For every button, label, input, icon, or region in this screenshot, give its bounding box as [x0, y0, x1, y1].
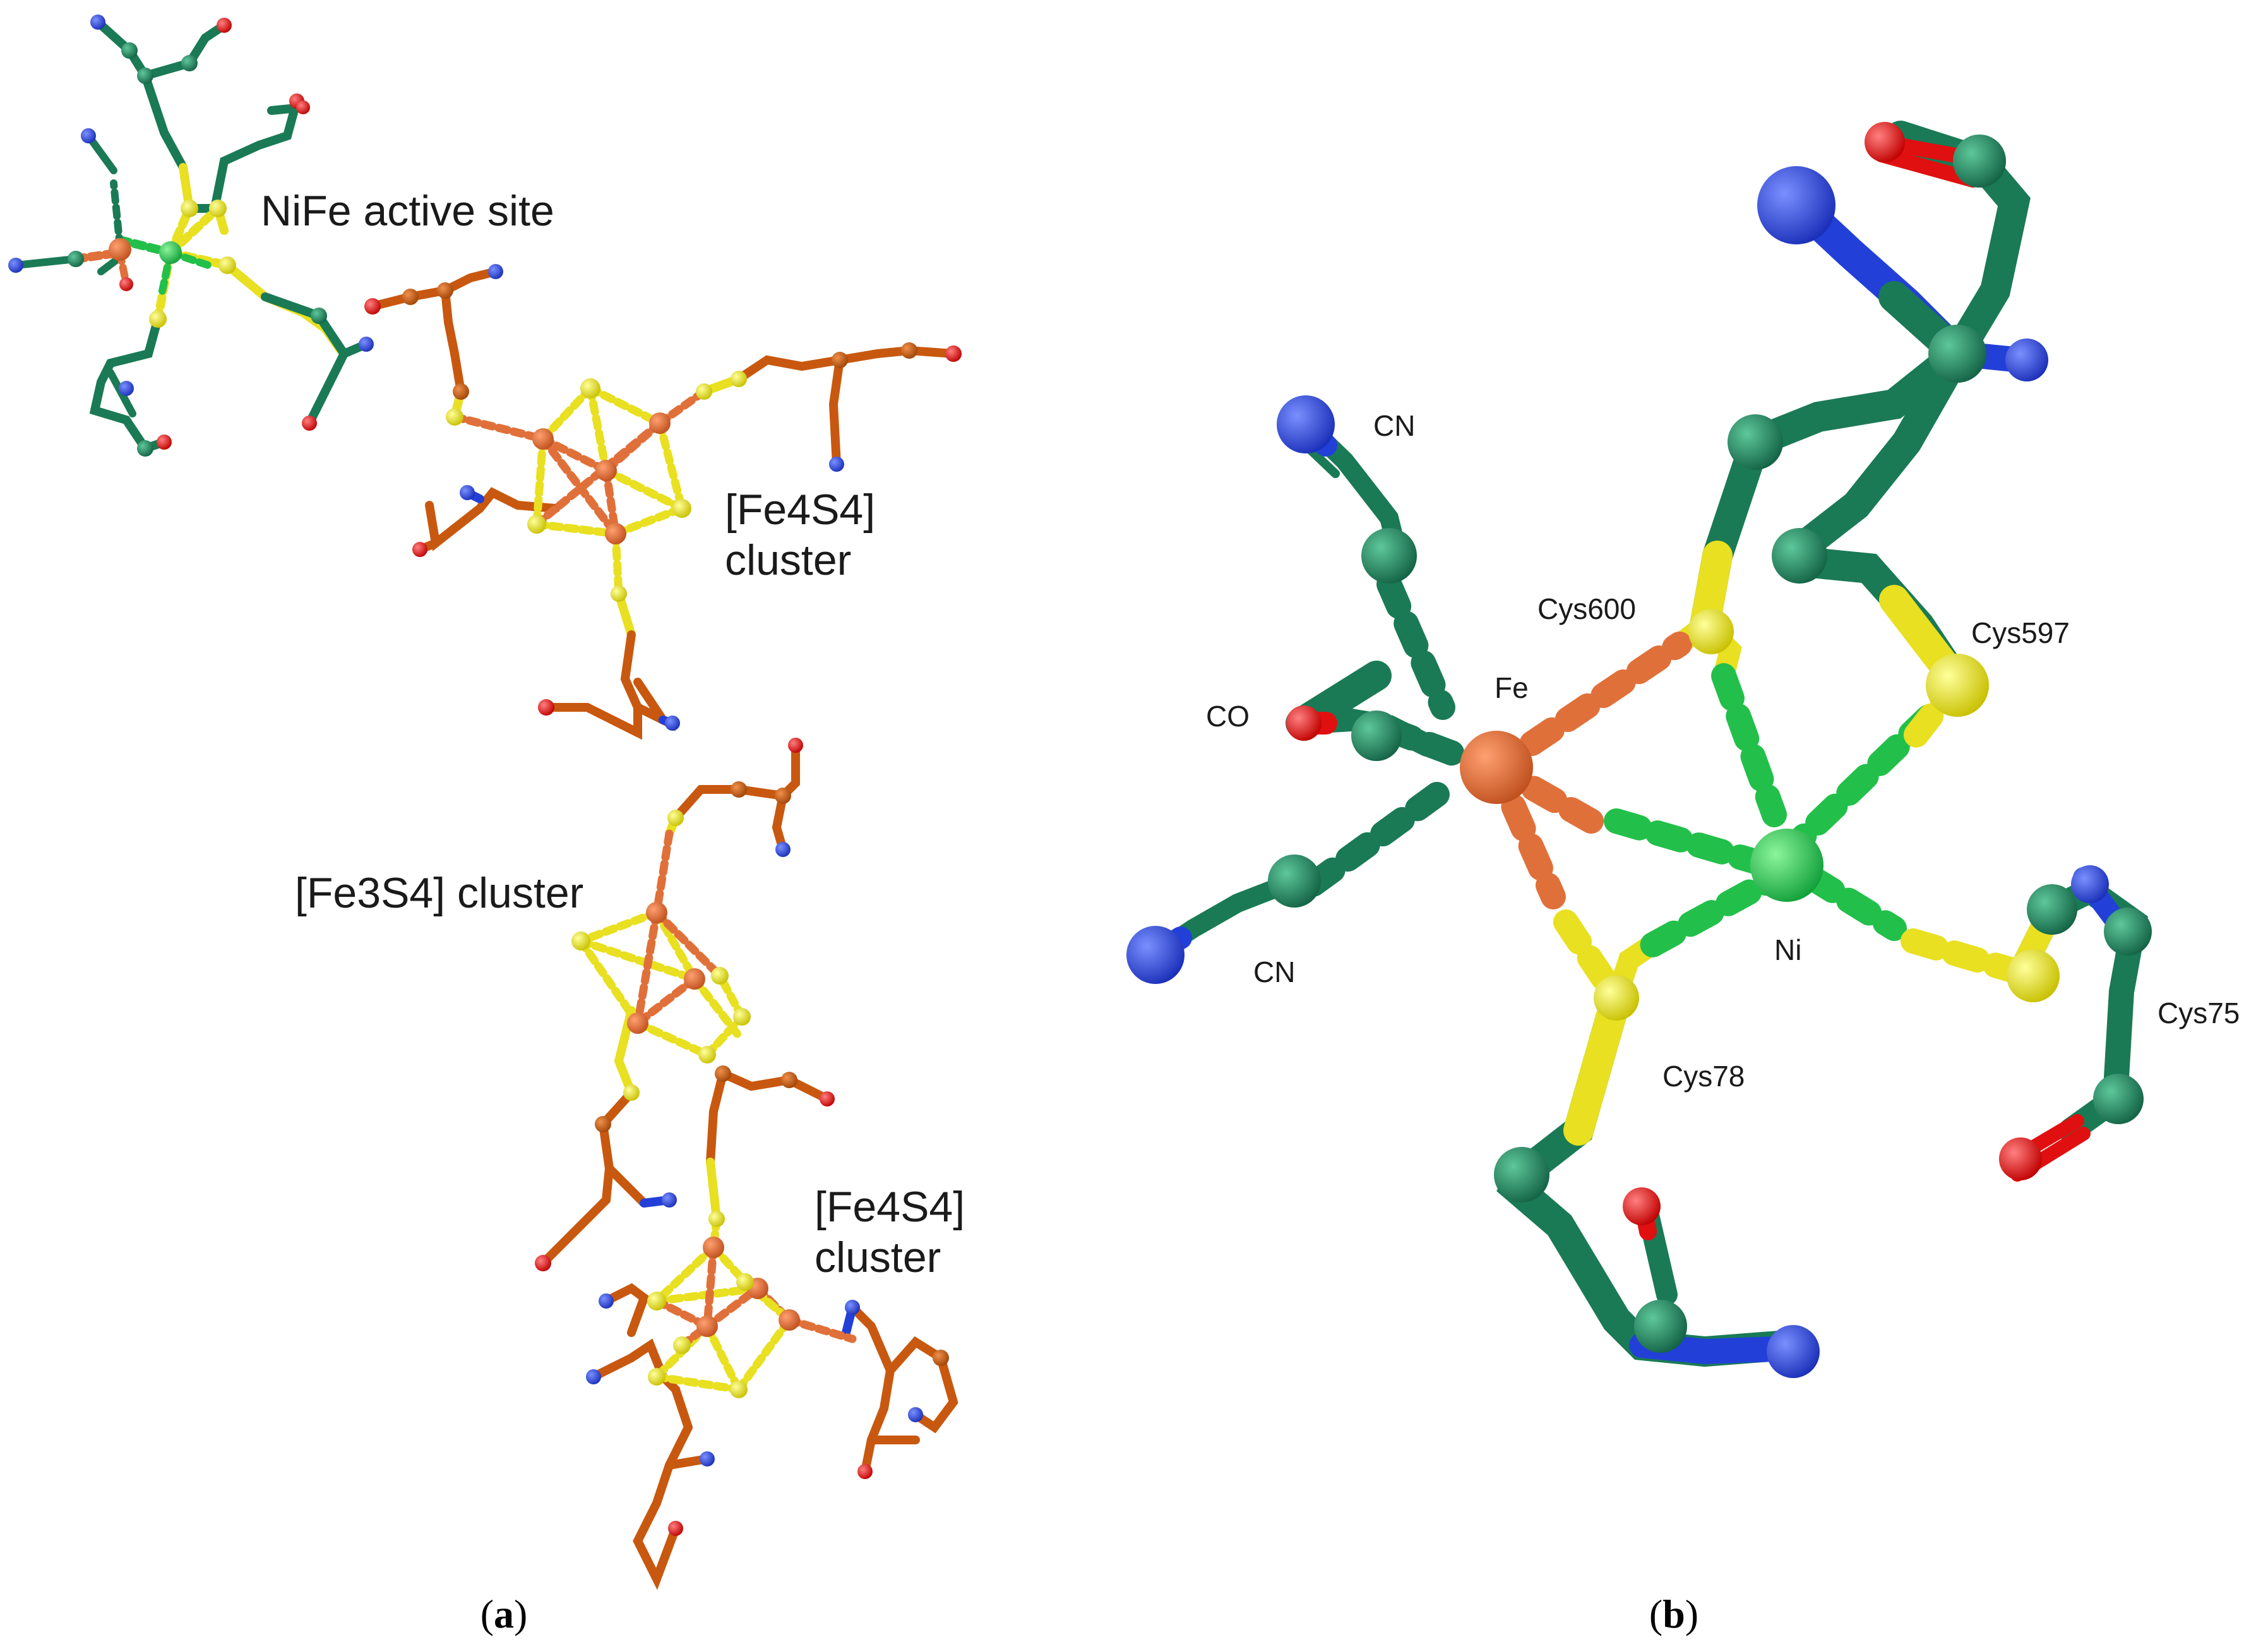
fe3s4-cluster-model — [535, 738, 803, 1271]
label-fe4s4-top-line1: [Fe4S4] — [725, 486, 875, 534]
label-fe4s4-bottom-line1: [Fe4S4] — [815, 1183, 965, 1231]
fe4s4-bottom-cluster-model — [586, 1065, 958, 1590]
label-co: CO — [1206, 700, 1250, 733]
label-cys597: Cys597 — [1971, 616, 2070, 649]
panel-a-structure — [8, 15, 962, 1590]
panel-b-structure — [1126, 121, 2152, 1378]
label-cys600: Cys600 — [1537, 592, 1636, 625]
caption-b: (b) — [1649, 1592, 1698, 1636]
label-ni: Ni — [1774, 933, 1801, 966]
label-fe3s4-cluster: [Fe3S4] cluster — [295, 869, 583, 917]
nife-active-site-model — [8, 15, 374, 457]
label-cn-top: CN — [1373, 409, 1415, 442]
label-cys78: Cys78 — [1662, 1060, 1745, 1093]
label-nife-active-site: NiFe active site — [261, 187, 554, 235]
fe4s4-top-cluster-model — [364, 264, 962, 740]
label-fe: Fe — [1495, 671, 1529, 704]
label-fe4s4-bottom-line2: cluster — [815, 1233, 941, 1281]
label-fe4s4-top-line2: cluster — [725, 536, 851, 584]
caption-a: (a) — [480, 1592, 528, 1636]
label-cn-bottom: CN — [1253, 956, 1295, 988]
label-cys75: Cys75 — [2158, 997, 2240, 1029]
